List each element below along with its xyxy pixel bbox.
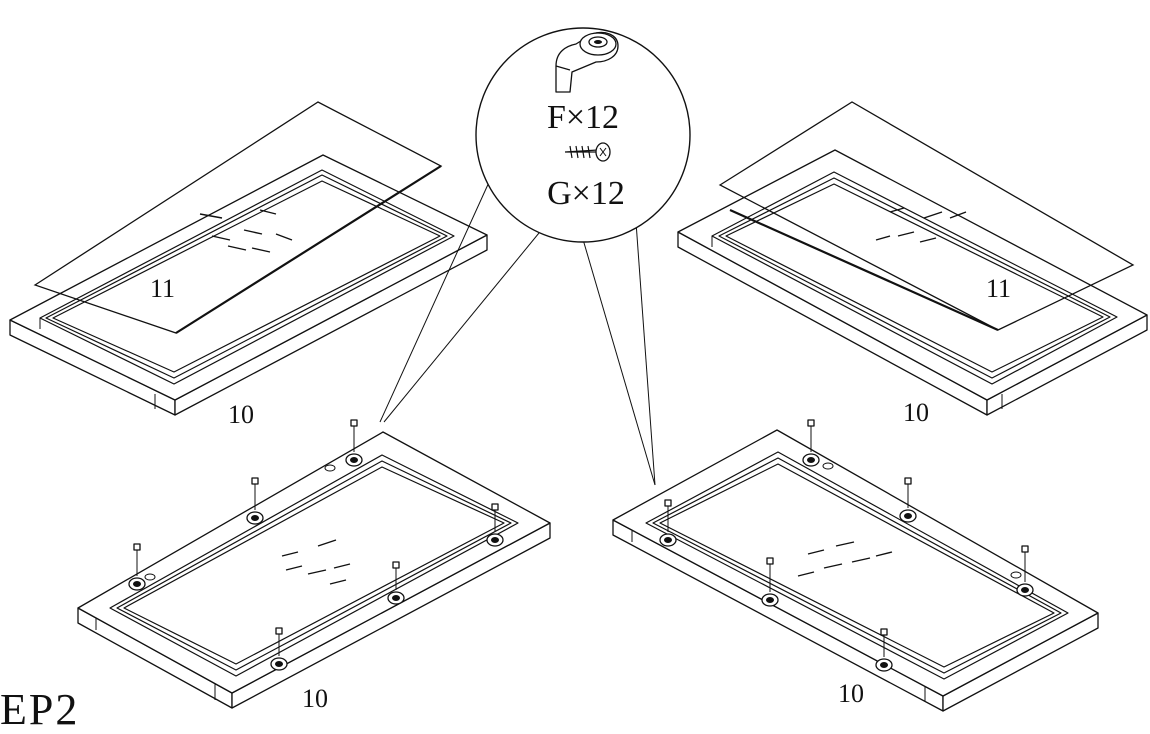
assembly-diagram: 11 10 11 10 <box>9 27 1148 713</box>
glass-label-top-left: 11 <box>150 274 175 303</box>
part-g-quantity: G×12 <box>547 175 625 212</box>
callout-leader-lines <box>379 179 656 486</box>
clip-bracket-icon <box>802 419 820 467</box>
clip-bracket-icon <box>270 627 288 671</box>
bottom-left-assembly: 10 <box>77 419 551 713</box>
glass-reflection-marks <box>797 541 893 577</box>
clip-bracket-icon <box>486 503 504 547</box>
glass-reflection-marks <box>875 207 967 243</box>
frame-top-left <box>9 154 488 416</box>
bottom-right-assembly: 10 <box>612 419 1099 712</box>
glass-reflection-marks <box>199 209 293 253</box>
glass-reflection-marks <box>281 539 351 585</box>
screw-icon <box>564 142 611 162</box>
clip-bracket-icon <box>387 561 405 605</box>
frame-top-right <box>677 149 1148 416</box>
frame-label-bottom-left: 10 <box>302 684 328 713</box>
clip-bracket-icon <box>899 477 917 523</box>
top-left-assembly: 11 10 <box>9 101 488 429</box>
clip-bracket-icon <box>1016 545 1034 597</box>
glass-panel-top-left <box>33 101 443 334</box>
top-right-assembly: 11 10 <box>677 101 1148 427</box>
clip-bracket-icon <box>345 419 363 467</box>
clips-bottom-left <box>128 419 504 671</box>
clip-bracket-icon <box>659 499 677 547</box>
clip-bracket-icon <box>246 477 264 525</box>
frame-label-top-left: 10 <box>228 400 254 429</box>
step-label: EP2 <box>0 685 80 734</box>
glass-panel-top-right <box>718 101 1135 332</box>
frame-label-bottom-right: 10 <box>838 679 864 708</box>
clip-bracket-icon <box>555 31 619 93</box>
parts-callout: F×12 G×12 <box>475 27 691 243</box>
frame-bottom-right <box>612 429 1099 712</box>
clip-bracket-icon <box>128 543 146 591</box>
clip-bracket-icon <box>761 557 779 607</box>
part-f-quantity: F×12 <box>547 99 619 136</box>
glass-label-top-right: 11 <box>986 274 1011 303</box>
clips-bottom-right <box>659 419 1034 672</box>
frame-label-top-right: 10 <box>903 398 929 427</box>
frame-bottom-left <box>77 431 551 709</box>
clip-bracket-icon <box>875 628 893 672</box>
